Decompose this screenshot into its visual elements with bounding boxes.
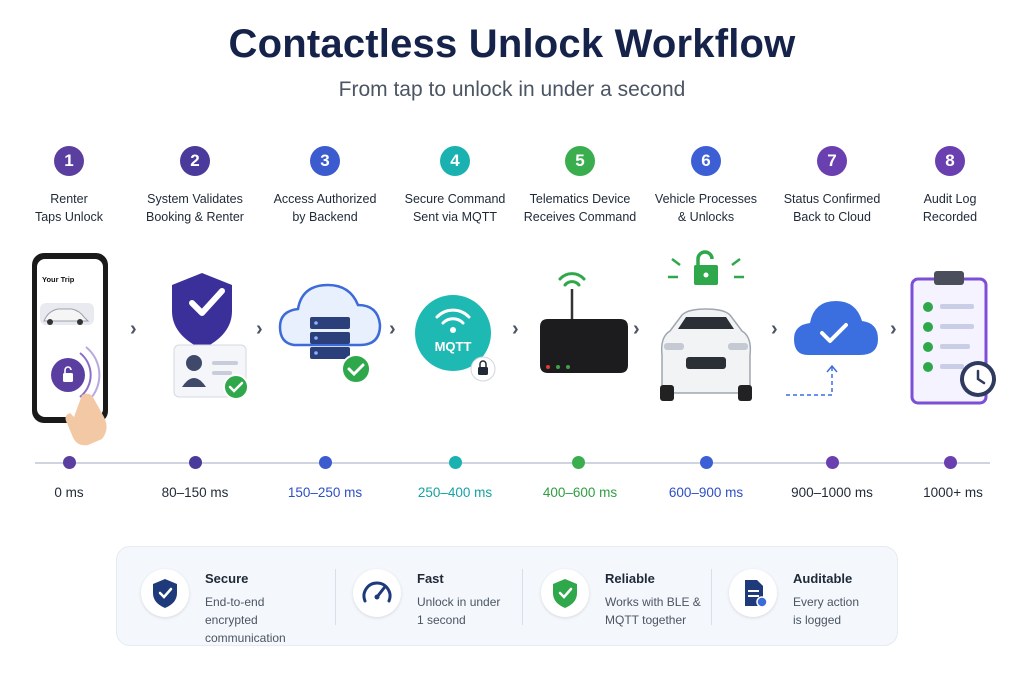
timeline-dot [572,456,585,469]
chevron-right-icon: › [130,318,137,340]
feature-divider [522,569,523,625]
timeline-dot [944,456,957,469]
feature-divider [711,569,712,625]
step-number-badge: 3 [310,146,340,176]
status-cloud-illustration [772,245,896,425]
telematics-device-illustration [522,245,646,425]
phone-illustration: Your Trip [20,245,144,446]
feature-description: Works with BLE &MQTT together [605,595,701,627]
vehicle-unlock-illustration [648,245,772,425]
chevron-right-icon: › [771,318,778,340]
step-number-badge: 2 [180,146,210,176]
timeline-dot [449,456,462,469]
timeline-time-label: 150–250 ms [287,485,363,500]
step-number-badge: 4 [440,146,470,176]
feature-title: Reliable [605,571,655,586]
chevron-right-icon: › [256,318,263,340]
step-number-badge: 8 [935,146,965,176]
speedometer-icon [353,569,401,617]
feature-title: Auditable [793,571,853,586]
step-number-badge: 6 [691,146,721,176]
phone-screen-title: Your Trip [42,275,75,284]
timeline-time-label: 600–900 ms [668,485,744,500]
green-shield-check-icon [541,569,589,617]
document-icon [729,569,777,617]
feature-reliable: Reliable Works with BLE &MQTT together [517,547,707,647]
feature-divider [335,569,336,625]
timeline-time-label: 1000+ ms [923,485,983,500]
validation-illustration [152,245,276,425]
chevron-right-icon: › [512,318,519,340]
backend-cloud-illustration [272,245,396,425]
timeline-time-label: 0 ms [54,485,84,500]
timeline-dot [63,456,76,469]
mqtt-label: MQTT [434,339,472,354]
chevron-right-icon: › [389,318,396,340]
chevron-right-icon: › [890,318,897,340]
audit-log-illustration [898,245,1022,425]
mqtt-illustration: MQTT [405,245,529,425]
chevron-right-icon: › [633,318,640,340]
timeline-time-label: 80–150 ms [161,485,229,500]
timeline-time-label: 900–1000 ms [791,485,873,500]
step-number-badge: 5 [565,146,595,176]
feature-title: Secure [205,571,249,586]
step-6: 6 Vehicle Processes& Unlocks [644,146,768,226]
timeline-dot [700,456,713,469]
step-label: Vehicle Processes& Unlocks [654,192,758,224]
timeline-dot [826,456,839,469]
timeline-line [35,462,990,464]
timeline-dot [319,456,332,469]
timeline-dot [189,456,202,469]
step-number-badge: 1 [54,146,84,176]
page-title: Contactless Unlock Workflow [228,22,796,66]
feature-title: Fast [417,571,444,586]
timeline-time-label: 400–600 ms [542,485,618,500]
timeline-time-label: 250–400 ms [417,485,493,500]
step-number-badge: 7 [817,146,847,176]
shield-check-icon [141,569,189,617]
page-subtitle: From tap to unlock in under a second [338,78,686,101]
